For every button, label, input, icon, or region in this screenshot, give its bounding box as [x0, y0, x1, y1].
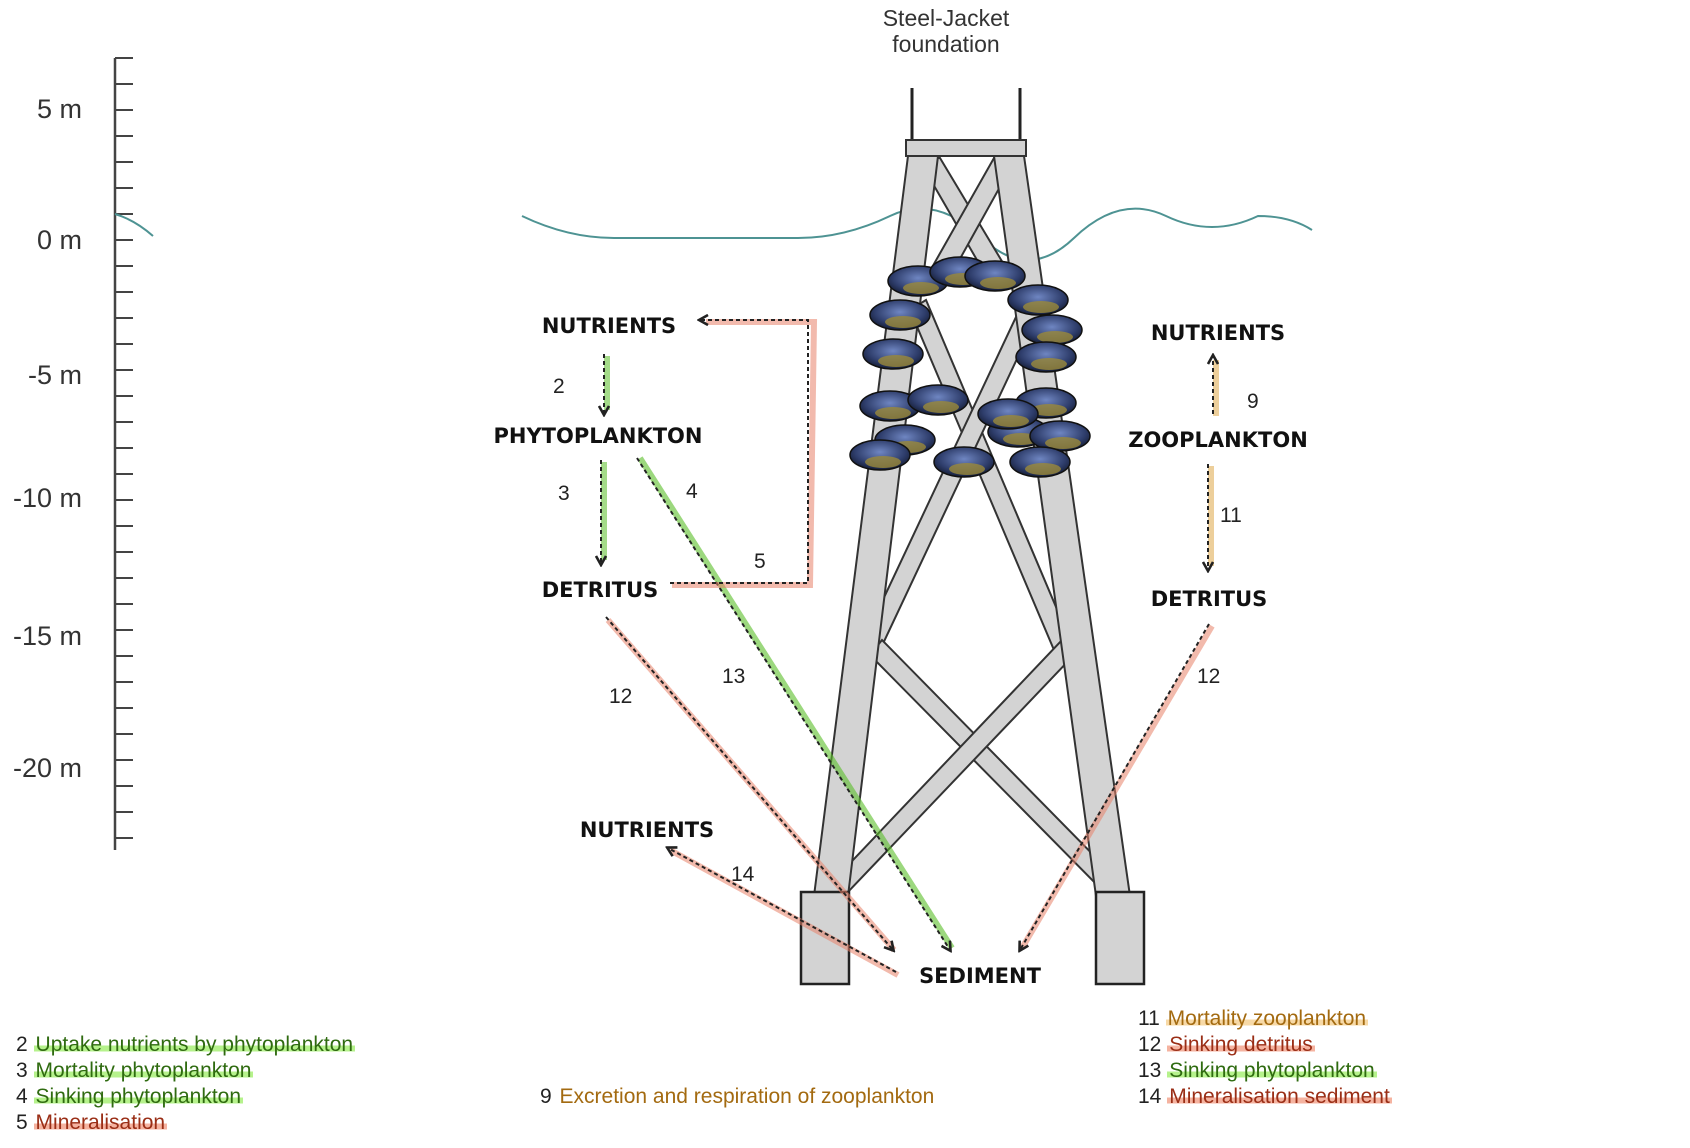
mussel-shell — [1015, 341, 1077, 373]
depth-ticks — [115, 57, 133, 839]
mussel-shell — [869, 299, 931, 331]
flux-number-9: 9 — [1247, 390, 1259, 413]
mussel-shell — [862, 338, 924, 370]
depth-label-minus5: -5 m — [28, 360, 82, 390]
arrow-13-highlight — [637, 456, 955, 950]
diagram-title: Steel-Jacket — [883, 5, 1010, 31]
left-detritus-label: DETRITUS — [542, 578, 659, 602]
legend-left: 2 Uptake nutrients by phytoplankton 3 Mo… — [16, 1032, 356, 1136]
depth-label-minus15: -15 m — [13, 621, 82, 651]
arrow-5-highlight — [672, 319, 818, 588]
flux-number-12-left: 12 — [609, 685, 632, 708]
legend-item-13: 13 Sinking phytoplankton — [1138, 1059, 1377, 1082]
legend-item-2: 2 Uptake nutrients by phytoplankton — [16, 1033, 356, 1056]
depth-label-0: 0 m — [37, 225, 82, 255]
mussel-colony — [849, 256, 1091, 478]
mussel-shell — [849, 439, 911, 471]
mussel-shell — [1009, 446, 1071, 478]
legend-item-9: 9 Excretion and respiration of zooplankt… — [540, 1085, 935, 1108]
water-surface — [521, 207, 1313, 261]
flux-number-11: 11 — [1220, 504, 1242, 527]
flux-number-5: 5 — [754, 550, 766, 573]
legend-middle: 9 Excretion and respiration of zooplankt… — [540, 1084, 936, 1110]
flux-number-3: 3 — [558, 482, 570, 505]
mussel-shell — [933, 446, 995, 478]
scale-water-line — [114, 213, 154, 237]
flux-number-13: 13 — [722, 665, 745, 688]
sediment-label: SEDIMENT — [919, 964, 1042, 988]
pile-sleeve-right — [1094, 890, 1146, 986]
legend-item-11: 11 Mortality zooplankton — [1138, 1007, 1369, 1030]
mussel-shell — [907, 384, 969, 416]
right-nutrients-label: NUTRIENTS — [1151, 321, 1285, 345]
mussel-shell — [964, 260, 1026, 292]
legend-item-3: 3 Mortality phytoplankton — [16, 1059, 254, 1082]
legend-item-4: 4 Sinking phytoplankton — [16, 1085, 244, 1108]
arrow-12-right-highlight — [1019, 624, 1215, 950]
mussel-shell — [1021, 314, 1083, 346]
depth-label-minus20: -20 m — [13, 753, 82, 783]
diagram-title-line2: foundation — [892, 31, 999, 57]
left-phytoplankton-label: PHYTOPLANKTON — [494, 424, 703, 448]
flux-number-12-right: 12 — [1197, 665, 1220, 688]
legend-item-5: 5 Mineralisation — [16, 1111, 168, 1134]
legend-right: 11 Mortality zooplankton 12 Sinking detr… — [1138, 1006, 1392, 1110]
depth-label-minus10: -10 m — [13, 483, 82, 513]
right-detritus-label: DETRITUS — [1151, 587, 1268, 611]
flux-number-4: 4 — [686, 480, 698, 503]
mussel-shell — [1007, 284, 1069, 316]
mussel-shell — [977, 398, 1039, 430]
depth-scale: 5 m 0 m -5 m -10 m -15 m -20 m — [13, 57, 154, 850]
mussel-shell — [859, 390, 921, 422]
legend-item-12: 12 Sinking detritus — [1138, 1033, 1315, 1056]
flux-arrows — [601, 319, 1219, 978]
arrow-5-mineralisation — [670, 320, 809, 584]
legend-item-14: 14 Mineralisation sediment — [1138, 1085, 1392, 1108]
depth-label-5: 5 m — [37, 94, 82, 124]
left-nutrients-label: NUTRIENTS — [542, 314, 676, 338]
flux-number-2: 2 — [553, 375, 565, 398]
right-zooplankton-label: ZOOPLANKTON — [1128, 428, 1308, 452]
arrow-14-mineralisation-sediment — [668, 848, 897, 973]
flux-number-14: 14 — [731, 863, 755, 886]
mussel-shell — [1029, 420, 1091, 452]
transition-piece — [905, 139, 1027, 157]
bottom-nutrients-label: NUTRIENTS — [580, 818, 714, 842]
arrow-13-sinking-phyto — [636, 457, 950, 950]
arrow-12-left-sinking-detritus — [605, 616, 893, 950]
